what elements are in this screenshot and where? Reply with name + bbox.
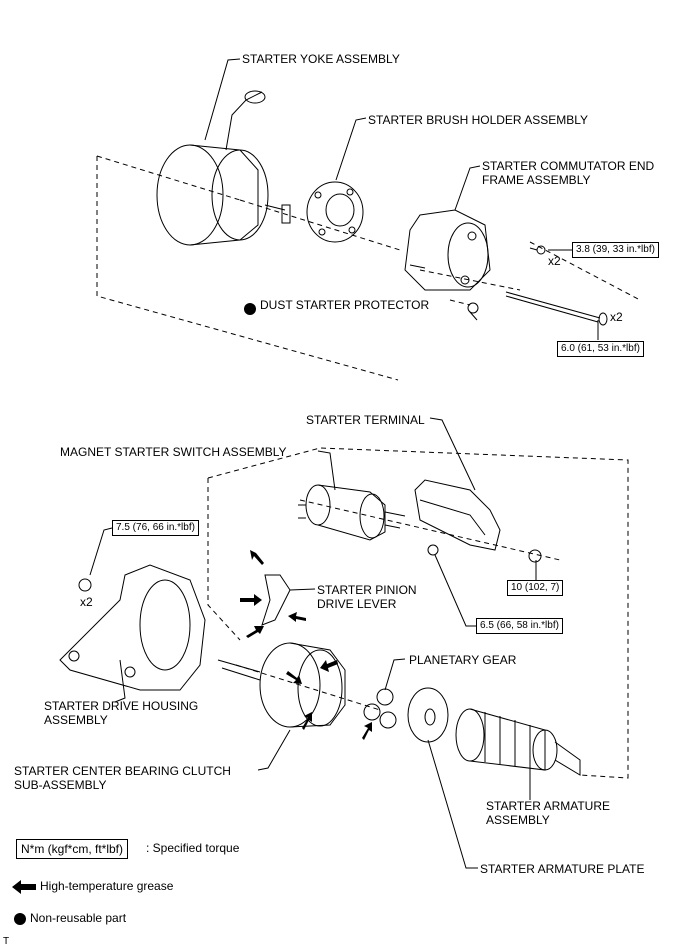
leader-terminal <box>429 417 476 491</box>
label-armature-line2: ASSEMBLY <box>486 813 550 827</box>
grease-arrow-icon <box>288 612 306 622</box>
legend-torque-box: N*m (kgf*cm, ft*lbf) <box>16 839 129 859</box>
dust-protector-drawing <box>467 302 479 321</box>
legend-torque-desc: : Specified torque <box>146 841 240 855</box>
end-frame-drawing <box>404 209 491 291</box>
end-frame-screw-drawing <box>529 245 546 255</box>
torque-switch-nut: 6.5 (66, 58 in.*lbf) <box>476 618 563 634</box>
grease-arrow-icon <box>286 671 302 684</box>
grease-arrow-icon <box>302 712 312 730</box>
through-bolt-drawing <box>505 291 608 326</box>
label-clutch-line2: SUB-ASSEMBLY <box>14 778 107 792</box>
armature-plate-drawing <box>407 687 449 743</box>
torque-through-bolt: 6.0 (61, 53 in.*lbf) <box>557 341 644 357</box>
brush-holder-drawing <box>306 181 364 243</box>
label-starter-terminal: STARTER TERMINAL <box>306 413 425 427</box>
legend-nonreusable: Non-reusable part <box>30 911 127 925</box>
label-magnet-switch: MAGNET STARTER SWITCH ASSEMBLY <box>60 445 287 459</box>
qty-bolt: x2 <box>610 310 623 324</box>
leader-torque-switch-nut <box>434 554 476 627</box>
label-end-frame-line1: STARTER COMMUTATOR END <box>482 159 655 173</box>
grease-arrow-icon <box>246 626 264 638</box>
starter-terminal-drawing <box>414 479 501 551</box>
torque-end-frame-screw: 3.8 (39, 33 in.*lbf) <box>572 242 659 258</box>
leader-end-frame <box>454 165 481 211</box>
magnet-switch-drawing <box>298 484 406 541</box>
drive-housing-nut-drawing <box>78 578 92 592</box>
torque-terminal-nut: 10 (102, 7) <box>507 580 564 596</box>
qty-screw: x2 <box>548 254 561 268</box>
nonreusable-legend-dot-icon <box>14 913 26 925</box>
leader-yoke <box>204 58 241 141</box>
grease-arrow-icon <box>250 550 264 565</box>
leader-drive-housing <box>114 659 126 703</box>
label-pinion-lever-line1: STARTER PINION <box>317 583 417 597</box>
label-end-frame-line2: FRAME ASSEMBLY <box>482 173 591 187</box>
pinion-lever-drawing <box>261 574 291 626</box>
terminal-nut-drawing <box>528 549 542 563</box>
label-drive-housing-line2: ASSEMBLY <box>44 713 108 727</box>
armature-drawing <box>455 708 581 776</box>
leader-torque-nut-left <box>89 527 113 576</box>
leader-brush-holder <box>335 117 367 181</box>
torque-drive-housing-nut: 7.5 (76, 66 in.*lbf) <box>112 520 199 536</box>
grease-legend-arrow-icon <box>12 880 36 894</box>
nonreusable-dot-icon <box>244 303 256 315</box>
grease-arrow-icon <box>320 660 338 672</box>
label-starter-yoke: STARTER YOKE ASSEMBLY <box>242 52 400 66</box>
label-planetary-gear: PLANETARY GEAR <box>409 653 517 667</box>
label-armature-plate: STARTER ARMATURE PLATE <box>480 862 645 876</box>
label-drive-housing-line1: STARTER DRIVE HOUSING <box>44 699 199 713</box>
clutch-drawing <box>217 642 346 728</box>
label-dust-protector: DUST STARTER PROTECTOR <box>260 298 430 312</box>
leader-pinion-lever <box>289 588 316 591</box>
legend-grease: High-temperature grease <box>40 879 174 893</box>
upper-assembly-dashed-outline <box>96 155 641 381</box>
label-clutch-line1: STARTER CENTER BEARING CLUTCH <box>14 764 231 778</box>
drive-housing-drawing <box>59 564 206 691</box>
planetary-gear-drawing <box>363 688 397 729</box>
leader-planetary-gear <box>384 658 406 691</box>
grease-arrows <box>240 550 372 740</box>
label-armature-line1: STARTER ARMATURE <box>486 799 611 813</box>
grease-arrow-icon <box>240 594 262 606</box>
leader-clutch <box>257 729 291 771</box>
label-pinion-lever-line2: DRIVE LEVER <box>317 597 397 611</box>
leader-magnet-switch <box>317 450 336 491</box>
switch-nut-drawing <box>427 544 439 556</box>
lower-assembly-dashed-outline <box>207 447 629 779</box>
leader-armature-plate <box>427 739 478 869</box>
grease-arrow-icon <box>362 722 372 740</box>
qty-nut: x2 <box>80 595 93 609</box>
starter-yoke-drawing <box>156 90 291 246</box>
label-brush-holder: STARTER BRUSH HOLDER ASSEMBLY <box>368 113 589 127</box>
footer-code: T <box>3 936 10 947</box>
